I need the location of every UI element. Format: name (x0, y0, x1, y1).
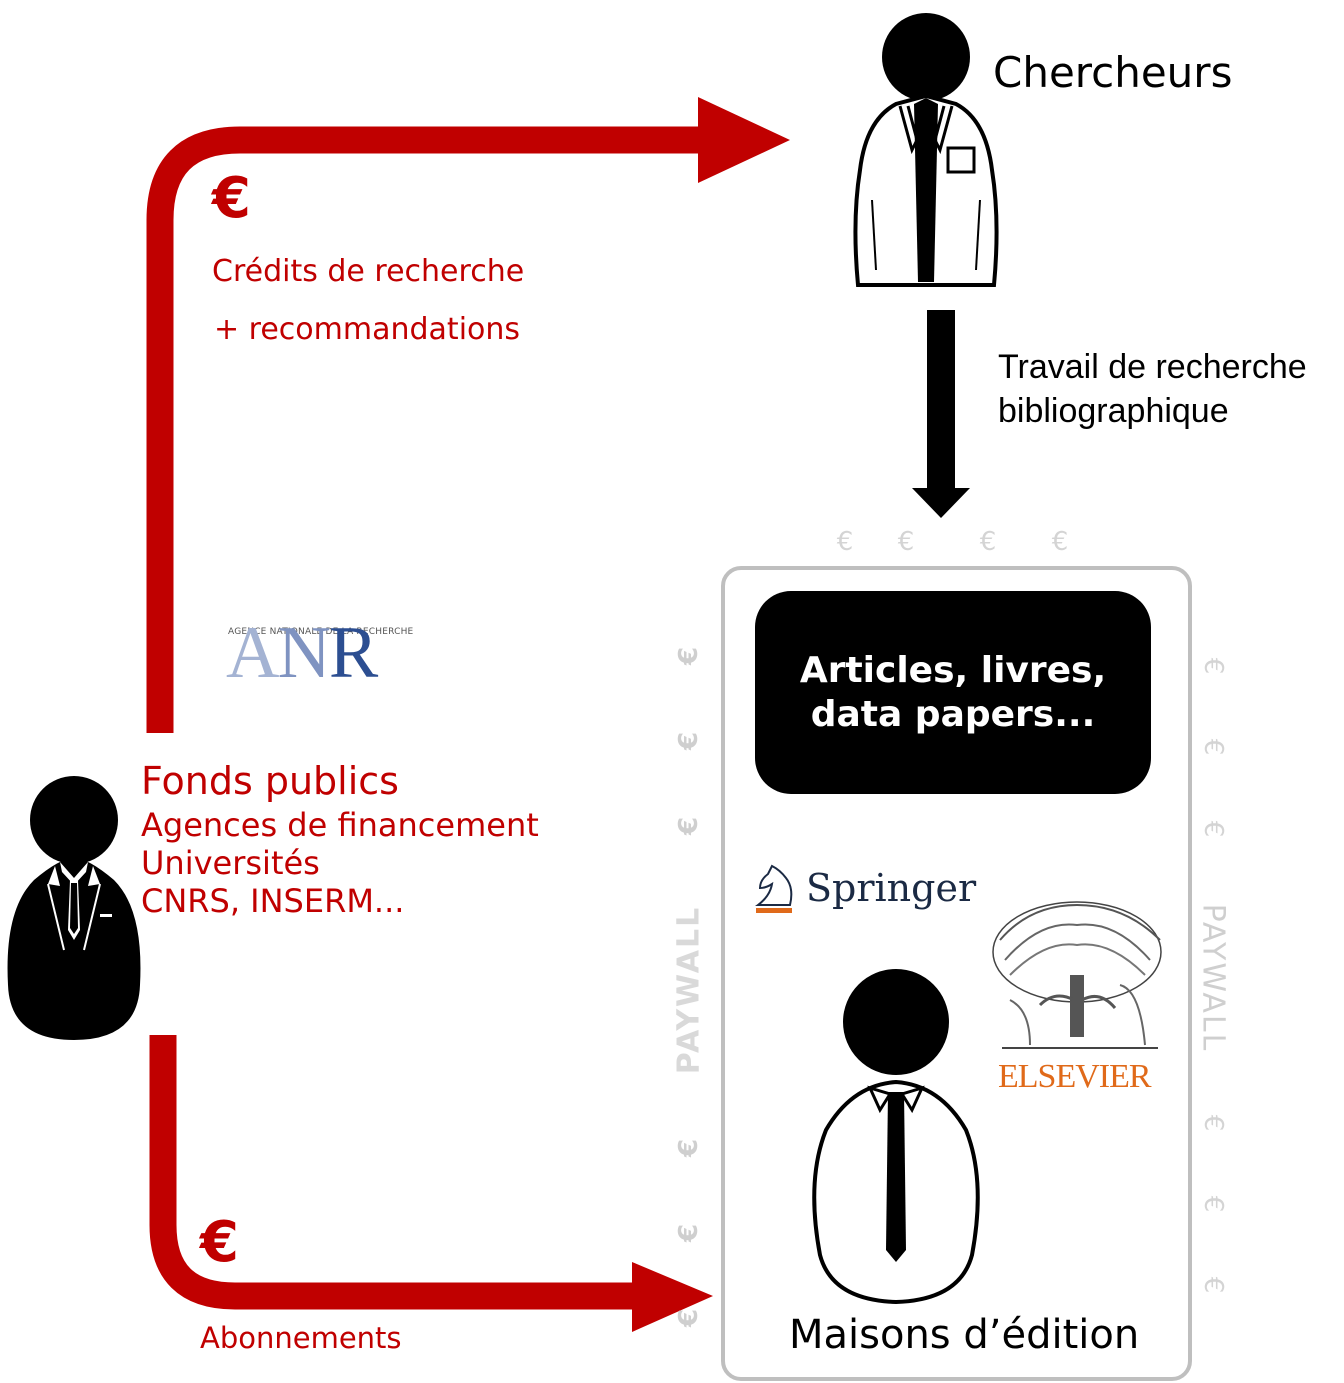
paywall-label-left: PAYWALL (671, 905, 707, 1075)
work-label-line1: Travail de recherche (998, 348, 1307, 386)
funding-arrow (146, 97, 790, 733)
paywall-coin: € (1198, 738, 1228, 756)
publications-line1: Articles, livres, (799, 649, 1107, 691)
paywall-coin: € (674, 816, 704, 836)
elsevier-tree-icon (992, 901, 1162, 1049)
funding-label-recommendations: + recommandations (214, 312, 521, 347)
researcher-person-icon (853, 13, 999, 287)
paywall-coin: € (836, 527, 854, 557)
paywall-coin: € (1198, 1114, 1228, 1132)
researchers-title: Chercheurs (993, 48, 1233, 97)
springer-logo: Springer (806, 866, 977, 910)
subscription-euro-symbol: € (200, 1210, 239, 1275)
publications-label: Articles, livres, data papers... (800, 649, 1106, 737)
anr-letter-n: N (277, 612, 330, 694)
paywall-coin: € (1198, 657, 1228, 675)
paywall-coin: € (674, 1138, 704, 1158)
paywall-coin: € (1198, 820, 1228, 838)
work-label-line2: bibliographique (998, 392, 1229, 430)
work-arrow (912, 310, 970, 518)
paywall-coin: € (674, 646, 704, 666)
funders-line-institutes: CNRS, INSERM... (141, 882, 405, 920)
paywall-coin: € (674, 1223, 704, 1243)
paywall-coin: € (1198, 1276, 1228, 1294)
paywall-coin: € (979, 527, 997, 557)
elsevier-logo: ELSEVIER (998, 1058, 1152, 1095)
paywall-coin: € (674, 731, 704, 751)
publisher-person-icon (812, 969, 980, 1305)
anr-logo-tagline: AGENCE NATIONALE DE LA RECHERCHE (228, 627, 414, 637)
funding-label-credits: Crédits de recherche (212, 254, 525, 289)
anr-letter-r: R (328, 612, 378, 694)
publisher-box (721, 566, 1192, 1381)
publishers-title: Maisons d’édition (789, 1312, 1140, 1358)
springer-knight-icon (755, 864, 793, 913)
paywall-coin: € (674, 1308, 704, 1328)
funders-title: Fonds publics (141, 759, 399, 803)
subscription-label: Abonnements (200, 1321, 402, 1355)
funders-line-agencies: Agences de financement (141, 806, 539, 844)
subscription-arrow (149, 1035, 713, 1332)
paywall-coin: € (897, 527, 915, 557)
publications-line2: data papers... (810, 693, 1096, 735)
funding-euro-symbol: € (212, 166, 251, 231)
funders-line-universities: Universités (141, 844, 320, 882)
anr-letter-a: A (226, 612, 279, 694)
paywall-label-right: PAYWALL (1195, 903, 1231, 1053)
anr-logo: ANR (226, 616, 378, 690)
funder-person-icon (7, 776, 141, 1040)
publications-box: Articles, livres, data papers... (755, 591, 1151, 794)
paywall-coin: € (1198, 1195, 1228, 1213)
paywall-coin: € (1051, 527, 1069, 557)
